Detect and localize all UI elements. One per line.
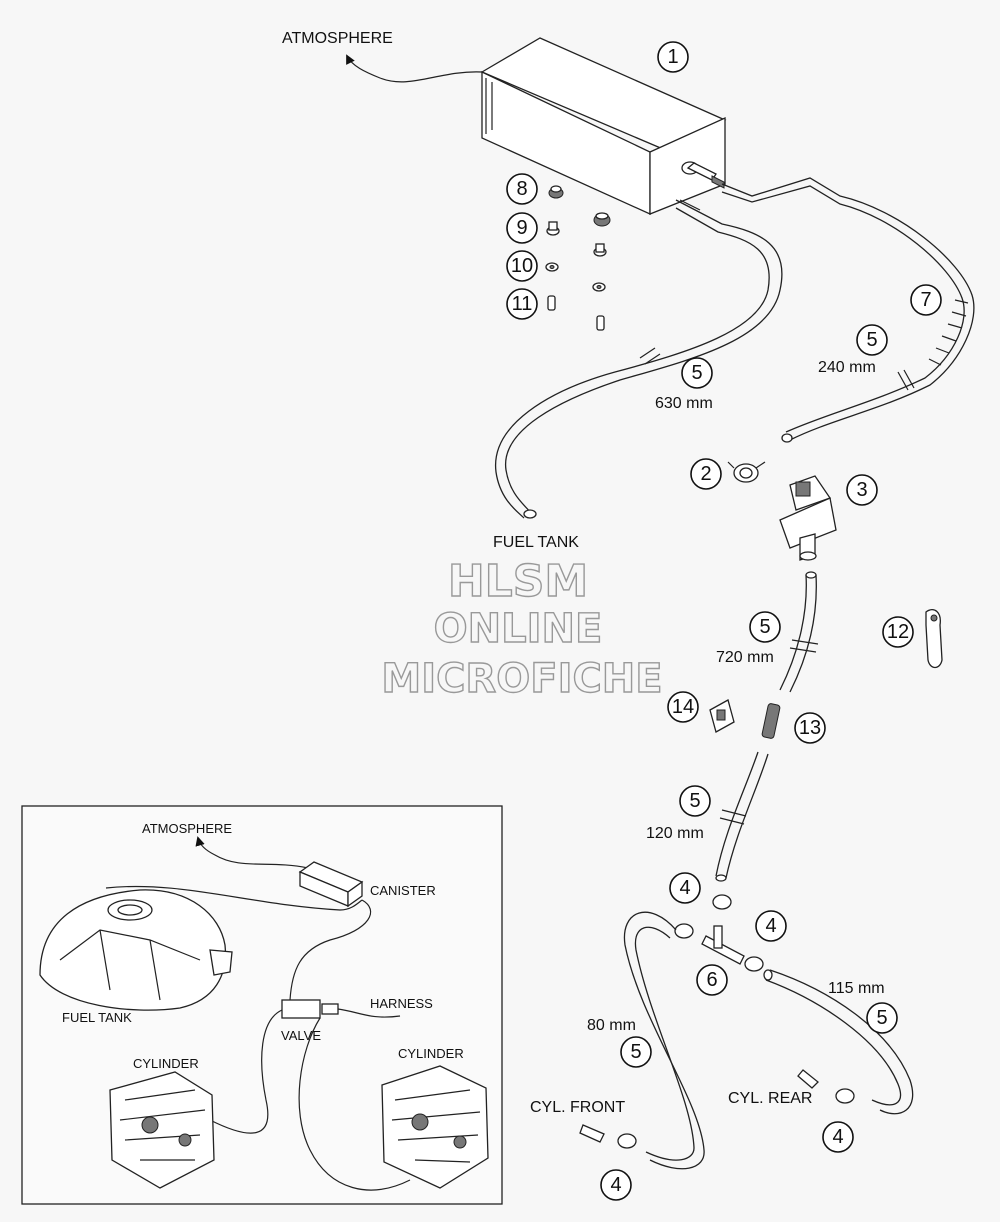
svg-text:5: 5 (866, 329, 877, 351)
svg-text:4: 4 (610, 1174, 621, 1196)
svg-text:7: 7 (920, 289, 931, 311)
hose-120[interactable] (715, 751, 769, 882)
svg-text:5: 5 (689, 790, 700, 812)
inset-valve (281, 999, 339, 1019)
hose-length-115: 115 mm (828, 980, 885, 997)
canister-part[interactable] (480, 37, 727, 216)
svg-text:6: 6 (706, 969, 717, 991)
connector-part-13[interactable] (761, 703, 781, 739)
callout-5-630: 5 (681, 357, 713, 389)
hose-720[interactable] (779, 571, 819, 693)
atmosphere-label: ATMOSPHERE (282, 30, 393, 47)
callout-2: 2 (690, 458, 722, 490)
callout-8: 8 (506, 173, 538, 205)
inset-cylinder-left-label: CYLINDER (133, 1056, 199, 1071)
cyl-front-label: CYL. FRONT (530, 1099, 625, 1116)
callout-5-240: 5 (856, 324, 888, 356)
svg-text:3: 3 (856, 479, 867, 501)
hose-length-630: 630 mm (655, 395, 713, 412)
svg-text:5: 5 (691, 362, 702, 384)
cyl-rear-label: CYL. REAR (728, 1090, 812, 1107)
callout-5-720: 5 (749, 611, 781, 643)
svg-text:10: 10 (511, 255, 533, 277)
watermark-line2: ONLINE (434, 606, 603, 652)
callout-1: 1 (657, 41, 689, 73)
callout-4-rear: 4 (822, 1121, 854, 1153)
clip-part-14[interactable] (709, 699, 735, 733)
callout-6: 6 (696, 964, 728, 996)
hose-80[interactable] (623, 911, 705, 1170)
callout-7: 7 (910, 284, 942, 316)
svg-text:14: 14 (672, 696, 694, 718)
callout-12: 12 (882, 616, 914, 648)
svg-text:5: 5 (630, 1041, 641, 1063)
atmosphere-arrow (346, 54, 483, 83)
svg-text:11: 11 (512, 293, 533, 315)
svg-text:9: 9 (516, 217, 527, 239)
nipple-cyl-rear[interactable] (797, 1069, 819, 1089)
inset-fuel-tank-label: FUEL TANK (62, 1010, 132, 1025)
inset-atmosphere-label: ATMOSPHERE (142, 821, 232, 836)
svg-text:4: 4 (679, 877, 690, 899)
svg-text:2: 2 (700, 463, 711, 485)
svg-text:13: 13 (799, 717, 821, 739)
clamp-part-2[interactable] (727, 461, 766, 483)
hose-length-80: 80 mm (587, 1017, 636, 1034)
svg-text:5: 5 (876, 1007, 887, 1029)
svg-text:8: 8 (516, 178, 527, 200)
inset-canister (298, 861, 364, 908)
inset-schematic: ATMOSPHERE CANISTER FUEL TANK VALVE HARN (21, 805, 503, 1205)
callout-14: 14 (667, 691, 699, 723)
hose-630[interactable] (495, 199, 783, 519)
inset-harness-label: HARNESS (370, 996, 433, 1011)
purge-valve-part-3[interactable] (779, 475, 837, 561)
hose-length-720: 720 mm (716, 649, 774, 666)
watermark-line1: HLSM (448, 556, 588, 607)
hose-115[interactable] (763, 969, 914, 1115)
fuel-tank-label: FUEL TANK (493, 534, 579, 551)
inset-canister-label: CANISTER (370, 883, 436, 898)
inset-fuel-tank (39, 889, 233, 1011)
inset-cylinder-right (381, 1065, 489, 1189)
hose-length-240: 240 mm (818, 359, 876, 376)
callout-13: 13 (794, 712, 826, 744)
callout-9: 9 (506, 212, 538, 244)
clamp-parts-4[interactable] (617, 894, 855, 1149)
strap-part-12[interactable] (925, 609, 943, 669)
svg-text:5: 5 (759, 616, 770, 638)
callout-5-120: 5 (679, 785, 711, 817)
nipple-cyl-front[interactable] (579, 1124, 605, 1143)
svg-text:4: 4 (765, 915, 776, 937)
t-piece-part-6[interactable] (701, 925, 745, 965)
grommet-parts[interactable] (545, 185, 611, 331)
callout-5-115: 5 (866, 1002, 898, 1034)
svg-text:1: 1 (667, 46, 678, 68)
callout-3: 3 (846, 474, 878, 506)
hose-length-120: 120 mm (646, 825, 704, 842)
svg-text:12: 12 (887, 621, 909, 643)
watermark-line3: MICROFICHE (381, 656, 662, 702)
callout-11: 11 (506, 288, 538, 320)
callout-10: 10 (506, 250, 538, 282)
hose-240[interactable] (721, 177, 975, 443)
inset-cylinder-right-label: CYLINDER (398, 1046, 464, 1061)
callout-4-front: 4 (600, 1169, 632, 1201)
inset-cylinder-left (109, 1071, 215, 1189)
svg-text:4: 4 (832, 1126, 843, 1148)
callout-4-top: 4 (669, 872, 701, 904)
inset-valve-label: VALVE (281, 1028, 321, 1043)
callout-5-80: 5 (620, 1036, 652, 1068)
callout-4-right: 4 (755, 910, 787, 942)
